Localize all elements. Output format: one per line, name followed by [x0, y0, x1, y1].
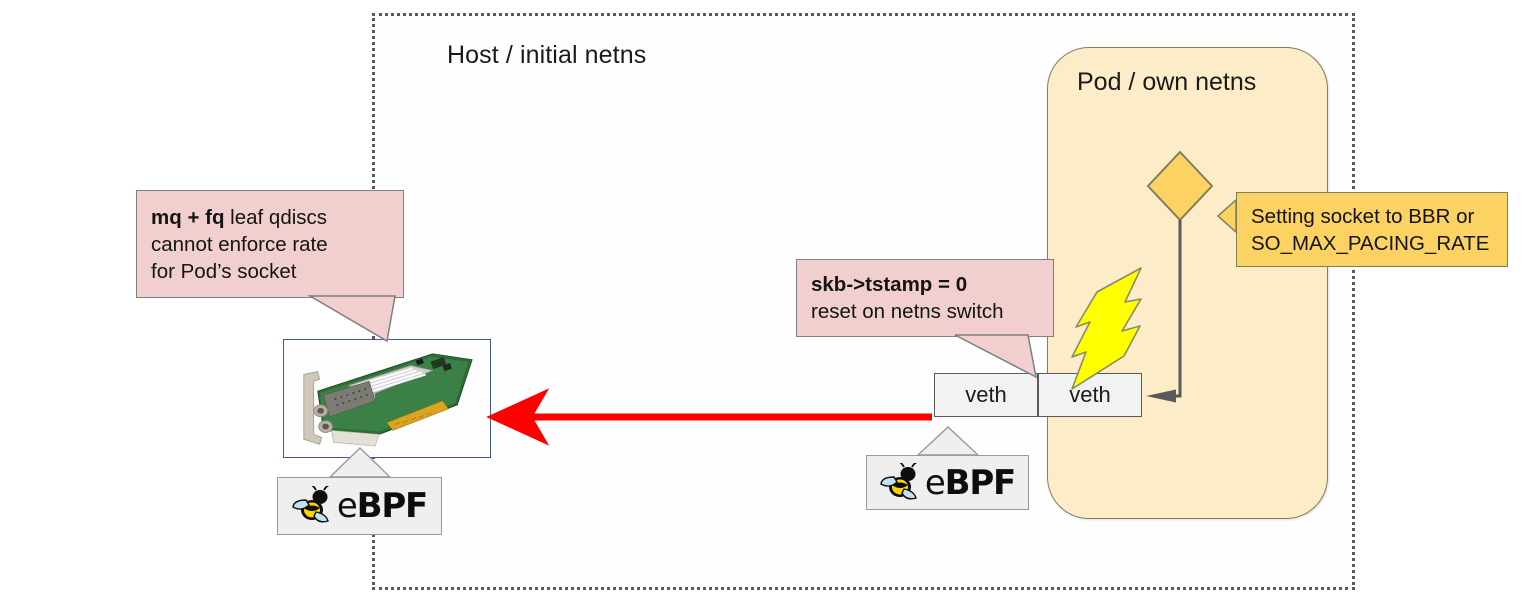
callout-socket-settings: Setting socket to BBR or SO_MAX_PACING_R…	[1236, 192, 1508, 267]
callout-tstamp: skb->tstamp = 0 reset on netns switch	[796, 259, 1054, 337]
callout-qdisc: mq + fq leaf qdiscs cannot enforce rate …	[136, 190, 404, 298]
ebpf-logo: eBPF	[880, 462, 1016, 503]
callout-tstamp-bold: skb->tstamp = 0	[811, 273, 968, 296]
veth-pod-side[interactable]: veth	[1038, 373, 1142, 417]
ebpf-badge-nic: eBPF	[277, 477, 442, 535]
ebpf-wordmark-left: eBPF	[336, 486, 428, 526]
pod-netns-container	[1047, 47, 1328, 519]
host-netns-label: Host / initial netns	[447, 41, 647, 69]
ebpf-logo: eBPF	[292, 486, 428, 526]
callout-qdisc-line2: cannot enforce rate	[151, 233, 328, 256]
callout-socket-line2: SO_MAX_PACING_RATE	[1251, 232, 1490, 255]
callout-qdisc-bold: mq + fq	[151, 206, 225, 229]
callout-tstamp-line1: skb->tstamp = 0	[811, 271, 1053, 298]
callout-qdisc-line3: for Pod’s socket	[151, 260, 297, 283]
nic-illustration	[284, 340, 490, 457]
callout-qdisc-line1: mq + fq leaf qdiscs	[151, 204, 403, 231]
ebpf-badge-veth: eBPF	[866, 455, 1029, 510]
callout-qdisc-rest: leaf qdiscs	[224, 206, 328, 229]
ebpf-wordmark-right: eBPF	[924, 462, 1016, 503]
bee-icon	[292, 486, 330, 523]
callout-socket-line1: Setting socket to BBR or	[1251, 205, 1475, 228]
bee-icon	[880, 462, 918, 500]
callout-tstamp-line2: reset on netns switch	[811, 300, 1004, 323]
veth-host-side[interactable]: veth	[934, 373, 1038, 417]
nic-card-image	[283, 339, 491, 458]
pod-netns-label: Pod / own netns	[1077, 68, 1257, 96]
